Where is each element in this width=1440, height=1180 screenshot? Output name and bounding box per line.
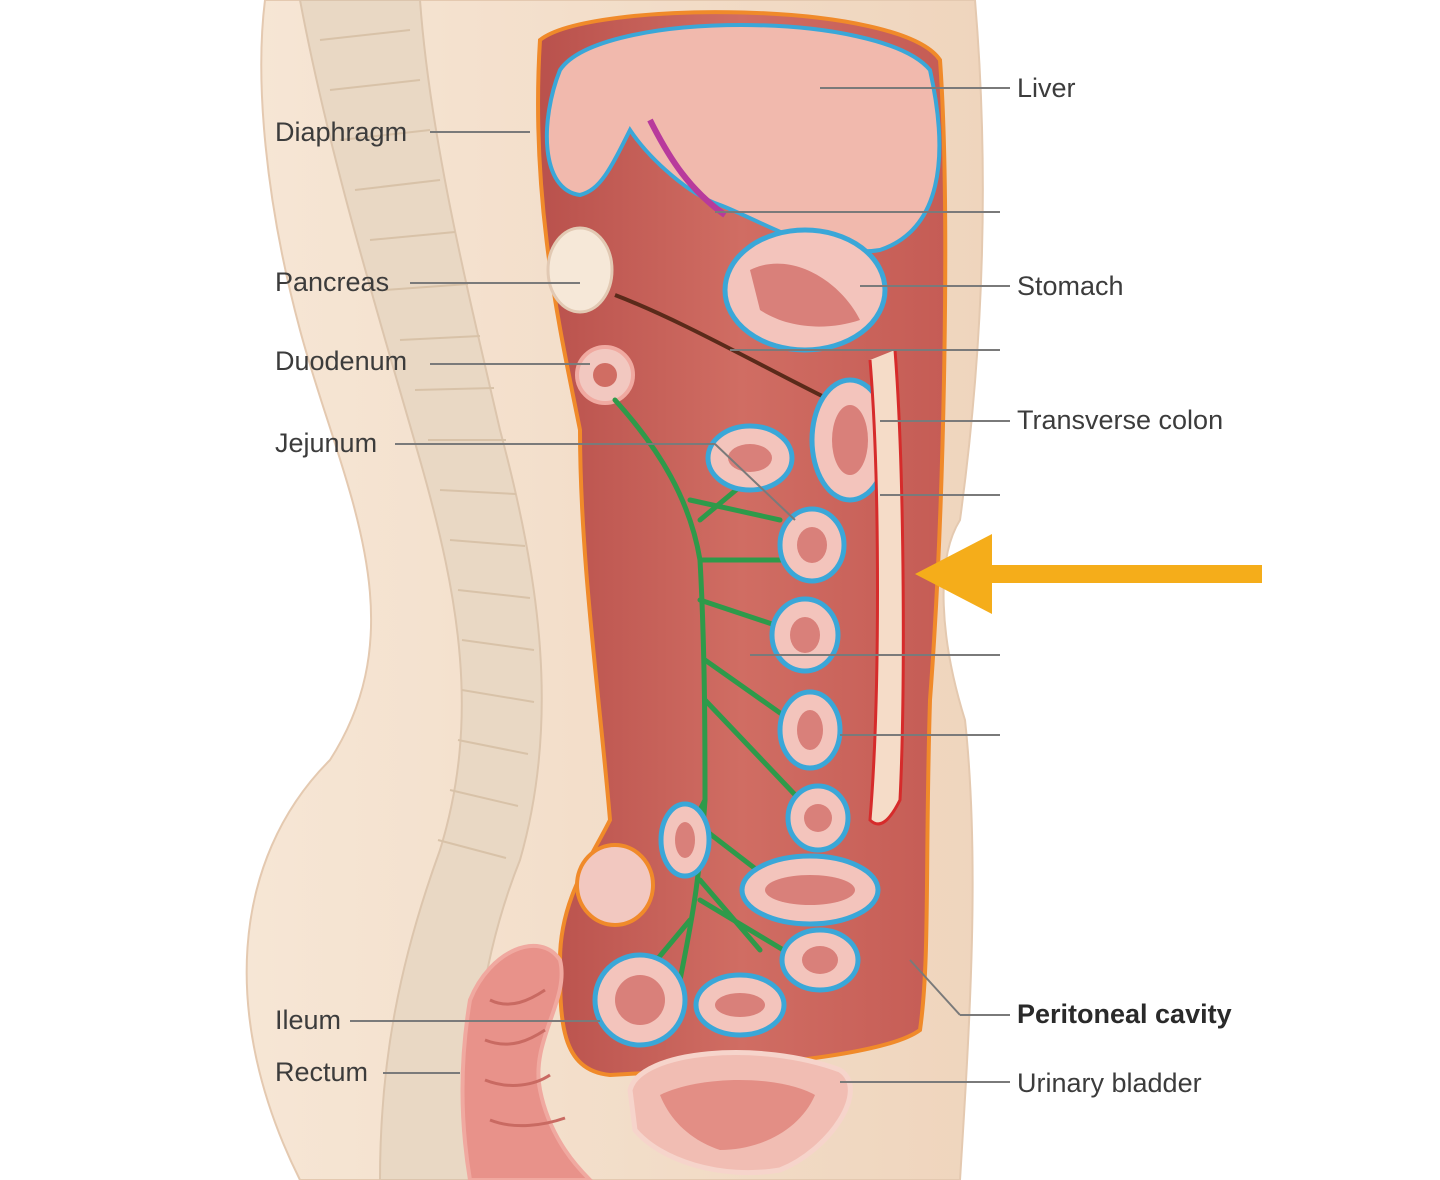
label-stomach: Stomach (1017, 271, 1124, 301)
loop-lumens (615, 444, 855, 1025)
label-pancreas: Pancreas (275, 267, 390, 297)
label-liver: Liver (1017, 73, 1076, 103)
sigmoid-colon (575, 843, 655, 927)
transverse-mesocolon (614, 293, 831, 402)
rectum-folds (484, 988, 566, 1128)
label-rectum: Rectum (275, 1057, 369, 1087)
label-urinary-bladder: Urinary bladder (1017, 1068, 1202, 1098)
vertebrae (319, 29, 535, 859)
lesser-omentum (647, 118, 727, 218)
label-jejunum: Jejunum (275, 428, 378, 458)
pointer-arrow (915, 534, 1262, 614)
label-diaphragm: Diaphragm (275, 117, 408, 147)
leader-lines (350, 87, 1010, 1083)
greater-omentum (868, 349, 905, 826)
label-transverse-colon: Transverse colon (1017, 405, 1224, 435)
label-duodenum: Duodenum (275, 346, 408, 376)
label-peritoneal-cavity: Peritoneal cavity (1017, 999, 1232, 1029)
pancreas (546, 226, 614, 314)
label-ileum: Ileum (275, 1005, 342, 1035)
spine (298, 0, 543, 1180)
mesentery (612, 397, 803, 983)
